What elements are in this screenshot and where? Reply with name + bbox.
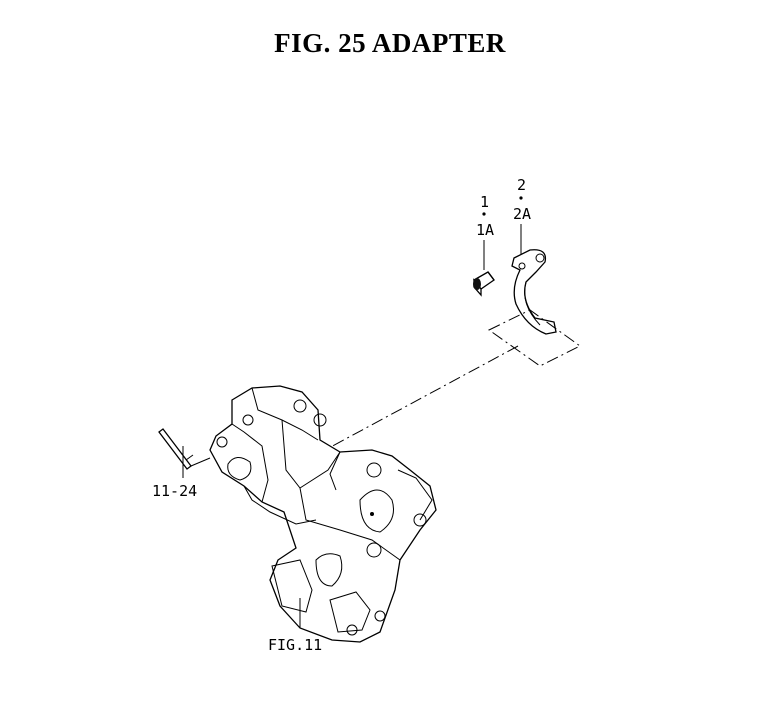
callout-part-2a: 2A	[513, 205, 531, 223]
adapter-bracket-part	[511, 249, 557, 335]
stud-part	[158, 428, 211, 470]
bolt-part	[473, 271, 495, 297]
callout-part-1a: 1A	[476, 221, 494, 239]
callout-ref-11-24: 11-24	[152, 482, 197, 500]
callout-dot-1	[482, 212, 486, 216]
callout-part-1: 1	[480, 193, 489, 211]
callout-part-2: 2	[517, 176, 526, 194]
figure-title: FIG. 25 ADAPTER	[274, 28, 506, 58]
engine-front-cover	[209, 385, 437, 643]
callout-ref-fig11: FIG.11	[268, 636, 322, 654]
mounting-plane	[488, 309, 581, 367]
callout-dot-2	[519, 196, 523, 200]
